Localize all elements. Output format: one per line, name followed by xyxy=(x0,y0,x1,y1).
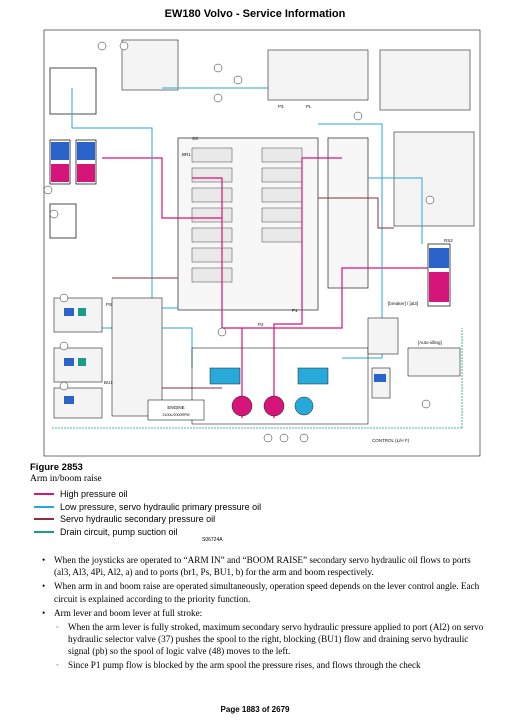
legend-item: High pressure oil xyxy=(34,488,334,501)
pl-label: PL xyxy=(306,104,312,109)
figure-code: S06724A xyxy=(202,537,223,543)
legend-label: High pressure oil xyxy=(60,489,128,500)
document-header: EW180 Volvo - Service Information xyxy=(164,8,346,20)
body-text: When the joysticks are operated to “ARM … xyxy=(40,554,486,672)
legend-item: Servo hydraulic secondary pressure oil xyxy=(34,513,334,526)
autoidling-label: [Auto-idling] xyxy=(418,340,442,345)
hydraulic-schematic-diagram: ENGINE 2100L/2000RPM [breaker] / [al3] [… xyxy=(42,28,484,460)
page-number: Page 1883 of 2679 xyxy=(220,705,290,714)
breaker-label: [breaker] / [al3] xyxy=(388,301,418,306)
right-cylinder-group xyxy=(427,243,451,307)
legend: High pressure oil Low pressure, servo hy… xyxy=(34,488,334,538)
bu1-label: BU1 xyxy=(104,380,113,385)
engine-label: ENGINE xyxy=(167,405,184,410)
figure-subtitle: Arm in/boom raise xyxy=(30,474,102,484)
sub-bullet-item: Since P1 pump flow is blocked by the arm… xyxy=(40,659,486,671)
legend-label: Low pressure, servo hydraulic primary pr… xyxy=(60,501,262,512)
bullet-item: When the joysticks are operated to “ARM … xyxy=(40,554,486,578)
legend-swatch xyxy=(34,505,54,508)
left-cylinder-group xyxy=(49,67,97,239)
figure-caption: Figure 2853 xyxy=(30,462,83,473)
rs2-label: RS2 xyxy=(444,238,453,243)
bullet-item: When arm in and boom raise are operated … xyxy=(40,580,486,604)
p2-label: P2 xyxy=(258,322,264,327)
p1-label: P1 xyxy=(292,308,298,313)
legend-label: Servo hydraulic secondary pressure oil xyxy=(60,514,216,525)
ps-label: PS xyxy=(106,302,112,307)
legend-swatch xyxy=(34,518,54,521)
legend-label: Drain circuit, pump suction oil xyxy=(60,526,178,537)
legend-swatch xyxy=(34,493,54,496)
bullet-item: Arm lever and boom lever at full stroke: xyxy=(40,607,486,619)
legend-item: Low pressure, servo hydraulic primary pr… xyxy=(34,501,334,514)
sub-bullet-item: When the arm lever is fully stroked, max… xyxy=(40,621,486,658)
br1-label: BR1 xyxy=(182,152,191,157)
engine-sub-label: 2100L/2000RPM xyxy=(163,413,190,417)
p3-label: P3 xyxy=(278,104,284,109)
legend-swatch xyxy=(34,530,54,533)
control-label: CONTROL (L/H F) xyxy=(372,438,410,443)
legend-item: Drain circuit, pump suction oil xyxy=(34,526,334,539)
ss-label: SS xyxy=(192,136,198,141)
